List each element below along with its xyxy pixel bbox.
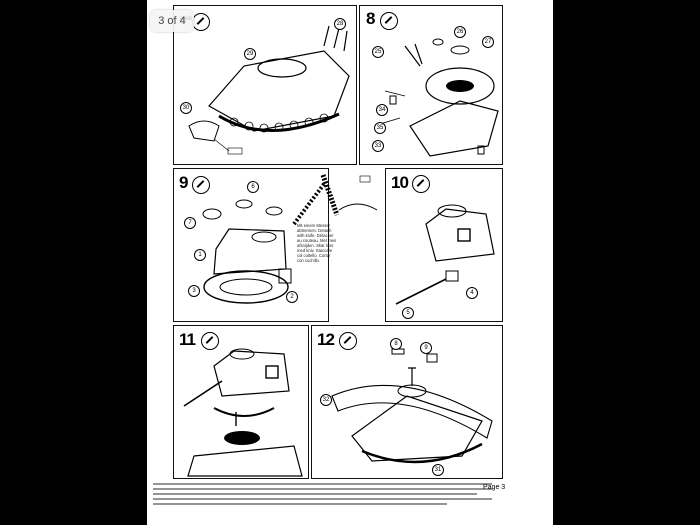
page-indicator: 3 of 4 (150, 10, 194, 32)
panel-step-10: 10 4 5 (385, 168, 503, 322)
step-number: 10 (391, 173, 409, 192)
part-number: 35 (374, 122, 386, 134)
hull-drawing (188, 25, 350, 155)
glue-icon (412, 175, 430, 193)
part-number: 1 (194, 249, 206, 261)
part-number: 7 (184, 217, 196, 229)
glue-icon (339, 332, 357, 350)
panel-step-11: 11 (173, 325, 309, 479)
panel-step-8: 8 26 27 25 34 35 33 (359, 5, 503, 165)
part-number: 28 (334, 18, 346, 30)
part-number: 25 (372, 46, 384, 58)
part-number: 8 (390, 338, 402, 350)
step-number: 9 (179, 173, 189, 192)
part-number: 4 (466, 287, 478, 299)
part-number: 2 (286, 291, 298, 303)
part-number: 6 (247, 181, 259, 193)
part-number: 3 (188, 285, 200, 297)
instruction-page: ▬ 28 29 30 8 (147, 0, 553, 525)
part-number: 27 (482, 36, 494, 48)
step-11-drawing (183, 348, 303, 477)
part-number: 31 (432, 464, 444, 476)
part-number: 9 (420, 342, 432, 354)
part-number: 33 (372, 140, 384, 152)
step-number: 12 (317, 330, 335, 349)
step-number: 11 (179, 330, 196, 349)
knife-note: Mit einem Messer abtrennen. Detach with … (297, 223, 337, 263)
step-10-drawing (395, 204, 495, 305)
glue-icon (192, 176, 210, 194)
page-label: Page 3 (483, 484, 506, 491)
panel-step-12: 12 8 9 32 31 (311, 325, 503, 479)
glue-icon (201, 332, 219, 350)
panel-step-9: 9 6 7 1 3 2 (173, 168, 329, 322)
part-number: 29 (244, 48, 256, 60)
step-12-drawing (331, 348, 493, 464)
step-number: 8 (366, 9, 376, 28)
part-number: 30 (180, 102, 192, 114)
part-number: 26 (454, 26, 466, 38)
step-9-drawing (202, 182, 326, 304)
glue-icon (380, 12, 398, 30)
panel-hull: ▬ 28 29 30 (173, 5, 357, 165)
part-number: 32 (320, 394, 332, 406)
part-number: 5 (402, 307, 414, 319)
part-number: 34 (376, 104, 388, 116)
step-8-drawing (379, 38, 499, 157)
